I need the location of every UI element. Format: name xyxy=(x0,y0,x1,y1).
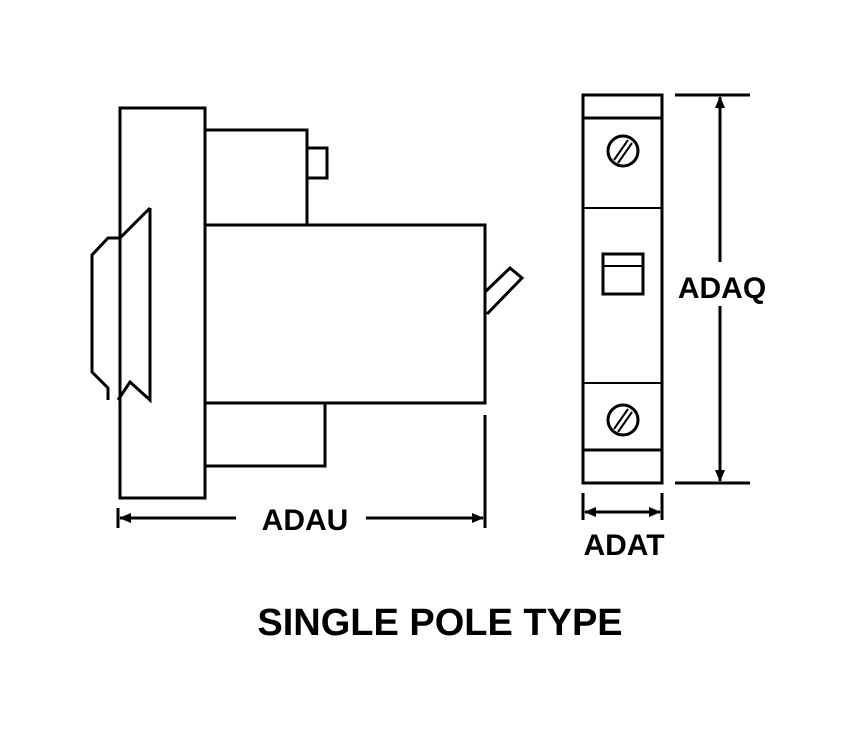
bottom-screw-icon xyxy=(606,403,640,437)
din-clip-notch xyxy=(116,208,152,404)
height-label: ADAQ xyxy=(678,272,766,305)
din-clip-left xyxy=(90,206,152,400)
front-view: ADAQ ADAT xyxy=(581,93,766,562)
top-screw-icon xyxy=(606,134,640,168)
depth-label: ADAT xyxy=(583,529,664,562)
width-label: ADAU xyxy=(262,504,349,537)
diagram-caption: SINGLE POLE TYPE xyxy=(257,602,622,644)
side-view: ADAU xyxy=(90,106,525,537)
toggle-lever xyxy=(483,265,525,316)
mounting-plate xyxy=(118,106,207,500)
toggle-window xyxy=(601,252,645,296)
lower-housing xyxy=(203,401,327,468)
upper-housing xyxy=(203,128,309,227)
terminal-tab xyxy=(305,146,329,180)
main-body xyxy=(203,223,487,405)
